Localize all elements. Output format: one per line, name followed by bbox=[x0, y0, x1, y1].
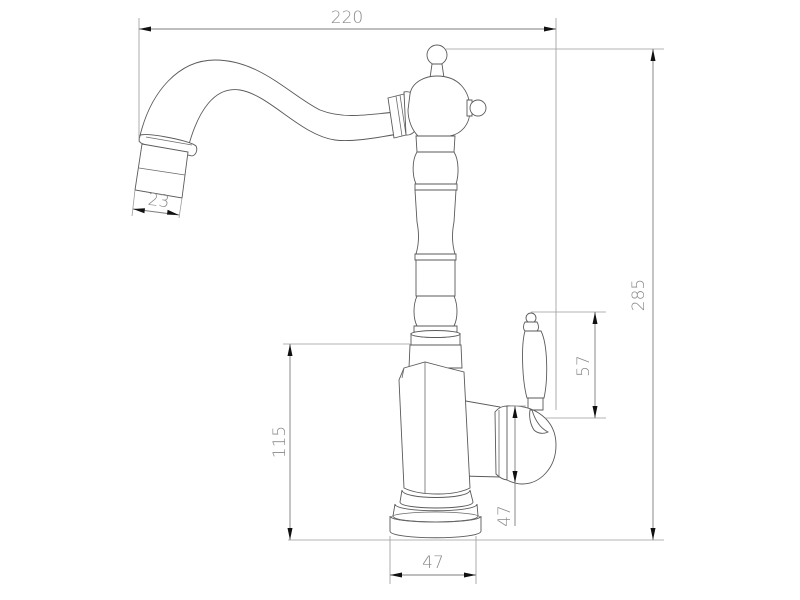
dimension-label-total-height: 285 bbox=[629, 279, 649, 311]
dimension-label-base-diameter: 47 bbox=[422, 553, 444, 573]
dimension-285: 285 bbox=[288, 48, 664, 541]
base bbox=[389, 489, 482, 539]
dimension-57: 57 bbox=[531, 311, 606, 419]
dimension-label-spout-reach: 220 bbox=[331, 8, 363, 28]
dimension-label-handle-length: 57 bbox=[574, 355, 594, 377]
head-sphere bbox=[407, 75, 487, 137]
dimension-label-body-height: 115 bbox=[270, 426, 290, 458]
dimension-47-vertical: 47 bbox=[495, 405, 526, 527]
dimension-220: 220 bbox=[138, 8, 557, 410]
dimension-23: 23 bbox=[131, 190, 183, 219]
spout bbox=[138, 59, 421, 149]
handle-lever bbox=[522, 312, 548, 411]
faucet-outline bbox=[134, 44, 557, 539]
dimension-label-handle-offset: 47 bbox=[495, 505, 515, 527]
dimension-label-aerator-diameter: 23 bbox=[147, 190, 171, 212]
aerator bbox=[134, 134, 198, 199]
column bbox=[408, 135, 463, 369]
dimension-47-horizontal: 47 bbox=[389, 536, 477, 584]
top-finial bbox=[426, 44, 448, 79]
main-body bbox=[398, 361, 471, 495]
dimension-115: 115 bbox=[270, 343, 410, 540]
